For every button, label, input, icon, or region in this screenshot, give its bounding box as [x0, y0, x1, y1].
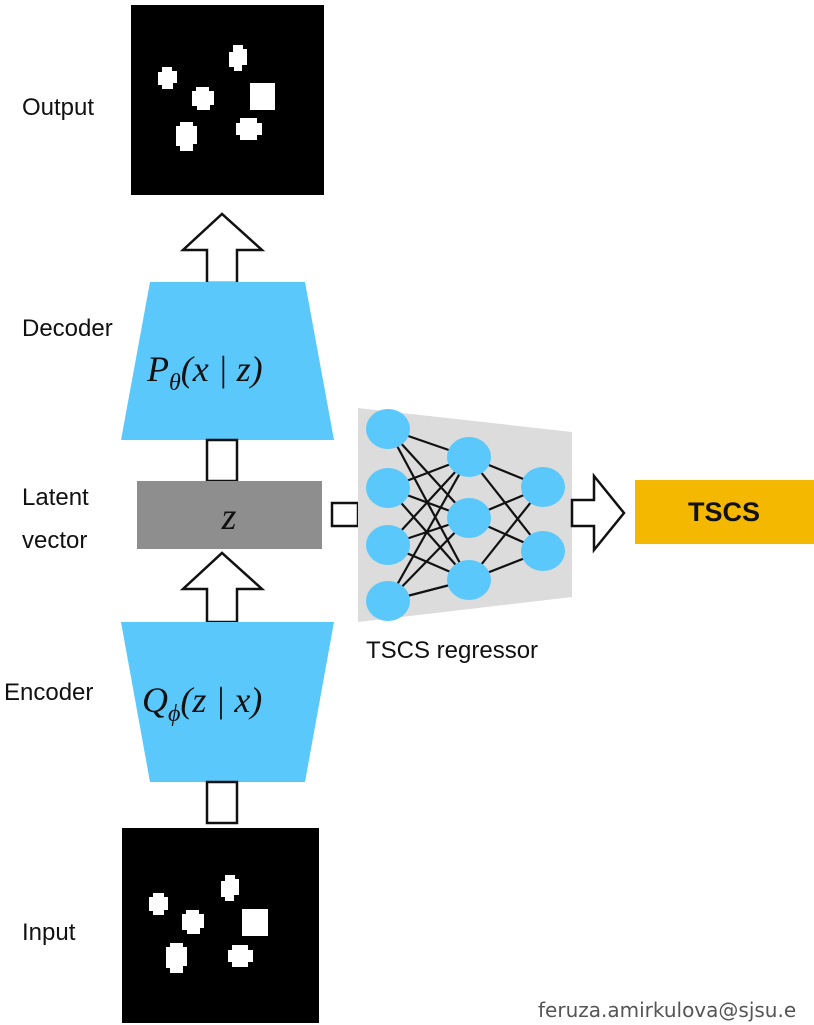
tscs-output-box: [635, 480, 814, 544]
input-blob-3: [182, 910, 204, 934]
output-layer-node: [521, 531, 565, 571]
latent-to-regressor-connector: [330, 501, 360, 528]
input-image: [122, 828, 319, 1023]
latent-symbol: z: [221, 496, 237, 538]
output-blobs: [158, 45, 275, 151]
input-blob-4: [242, 909, 268, 936]
encoder-formula-args: (z | x): [180, 680, 262, 720]
latent-vector-box: [137, 481, 322, 549]
output-layer-node: [521, 467, 565, 507]
input-layer-node: [366, 581, 410, 621]
regressor-label: TSCS regressor: [366, 637, 538, 664]
tscs-regressor-network: [358, 408, 572, 622]
input-blob-1: [149, 893, 168, 915]
input-blobs: [149, 875, 268, 973]
decoder-to-output-arrow: [179, 212, 266, 285]
latent-label-line2: vector: [22, 527, 87, 554]
encoder-label: Encoder: [4, 679, 93, 706]
encoder-to-latent-arrow: [179, 551, 266, 624]
input-image-background: [122, 828, 319, 1023]
author-email: feruza.amirkulova@sjsu.e: [538, 998, 796, 1022]
input-blob-6: [228, 945, 253, 967]
output-image: [131, 5, 324, 195]
output-image-background: [131, 5, 324, 195]
output-blob-3: [192, 87, 214, 110]
input-blob-2: [221, 875, 239, 901]
decoder-formula-p: P: [146, 349, 169, 389]
decoder-label: Decoder: [22, 315, 113, 342]
output-blob-6: [236, 118, 262, 140]
hidden-layer-node: [447, 498, 491, 538]
decoder-formula: Pθ(x | z): [146, 349, 263, 396]
output-blob-1: [158, 67, 177, 89]
input-label: Input: [22, 919, 76, 946]
output-label: Output: [22, 94, 94, 121]
decoder-formula-sub: θ: [169, 370, 181, 396]
network-nodes: [366, 409, 565, 621]
encoder-formula-q: Q: [142, 680, 168, 720]
decoder-trapezoid: [121, 282, 334, 440]
hidden-layer-node: [447, 437, 491, 477]
decoder-formula-args: (x | z): [181, 349, 263, 389]
hidden-layer-node: [447, 560, 491, 600]
input-layer-node: [366, 468, 410, 508]
input-blob-5: [166, 943, 187, 973]
regressor-to-tscs-arrow: [570, 472, 626, 554]
network-edge: [387, 428, 470, 581]
output-blob-4: [250, 83, 275, 110]
output-blob-2: [229, 45, 247, 71]
latent-to-decoder-connector: [205, 438, 239, 483]
tscs-output-label: TSCS: [688, 497, 760, 527]
encoder-formula: Qϕ(z | x): [142, 680, 262, 727]
latent-label-line1: Latent: [22, 484, 89, 511]
output-blob-5: [176, 122, 197, 151]
input-layer-node: [366, 525, 410, 565]
input-layer-node: [366, 409, 410, 449]
input-to-encoder-connector: [205, 780, 239, 825]
encoder-trapezoid: [121, 622, 334, 782]
encoder-formula-sub: ϕ: [168, 701, 180, 727]
network-edge: [387, 456, 470, 602]
